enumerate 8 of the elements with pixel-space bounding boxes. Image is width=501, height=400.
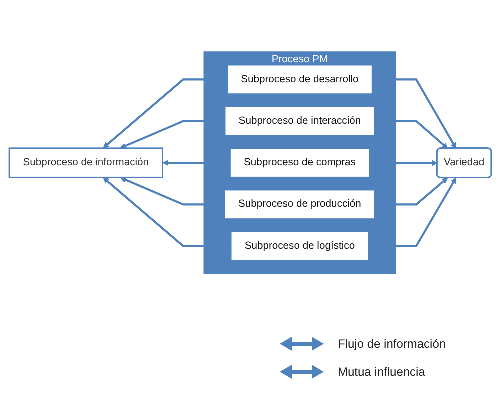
node-box: Subproceso de información [8, 148, 164, 178]
node-box: Subproceso de logístico [230, 231, 370, 262]
node-box: Subproceso de desarrollo [226, 64, 374, 95]
legend-label: Flujo de información [338, 337, 446, 351]
legend-label: Mutua influencia [338, 365, 426, 379]
node-box: Subproceso de producción [224, 189, 376, 220]
node-box: Subproceso de interacción [224, 106, 376, 137]
node-box: Subproceso de compras [230, 148, 370, 178]
